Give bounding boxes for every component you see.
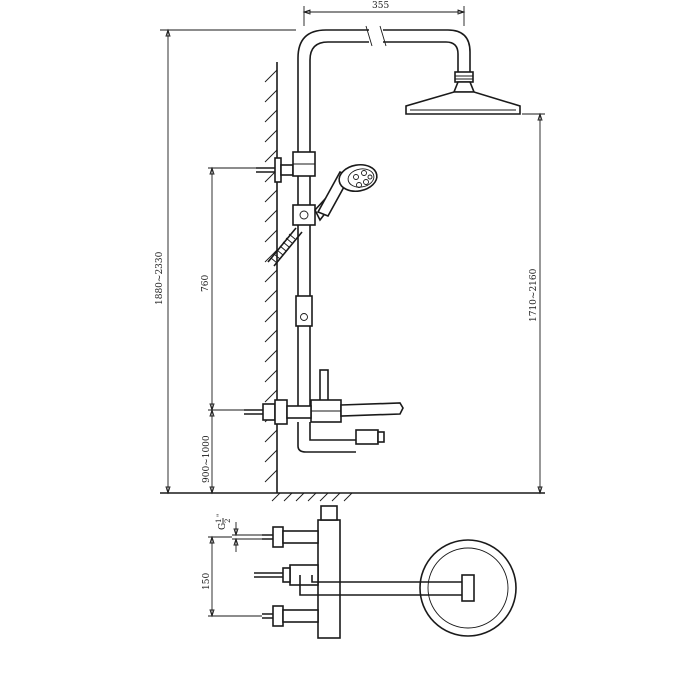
dim-label-150: 150 (202, 573, 212, 590)
dim-label-355: 355 (372, 1, 389, 11)
dimension-inlet-spacing: 150 (202, 535, 262, 618)
rain-shower-head (405, 81, 521, 115)
diverter (295, 295, 313, 327)
mixer-valve (244, 369, 404, 453)
upper-wall-bracket (256, 151, 316, 183)
svg-text:G: G (218, 523, 228, 530)
floor-hatching (271, 492, 353, 502)
shower-hose (267, 227, 303, 267)
top-view (254, 505, 517, 639)
dimension-width-arm: 355 (302, 1, 466, 26)
dimension-thread: G 1 2 " (215, 514, 262, 552)
dim-label-1880-2330: 1880~2330 (155, 251, 165, 305)
dimension-shower-height: 1710~2160 (522, 112, 545, 495)
shower-riser (297, 25, 474, 410)
dim-label-760: 760 (201, 275, 211, 292)
svg-text:1: 1 (215, 519, 223, 523)
dimension-total-height: 1880~2330 (155, 28, 296, 495)
dimension-mixer-height: 900~1000 (202, 408, 215, 495)
wall (264, 62, 278, 493)
svg-text:2: 2 (224, 519, 232, 523)
wall-hatching (264, 69, 278, 483)
floor (160, 492, 545, 502)
dim-label-thread: G 1 2 " (215, 514, 232, 530)
dim-label-900-1000: 900~1000 (202, 435, 212, 483)
dim-label-1710-2160: 1710~2160 (529, 268, 539, 322)
hand-shower (316, 163, 378, 218)
svg-text:": " (216, 514, 224, 517)
dimension-rail-spacing: 760 (201, 166, 256, 412)
